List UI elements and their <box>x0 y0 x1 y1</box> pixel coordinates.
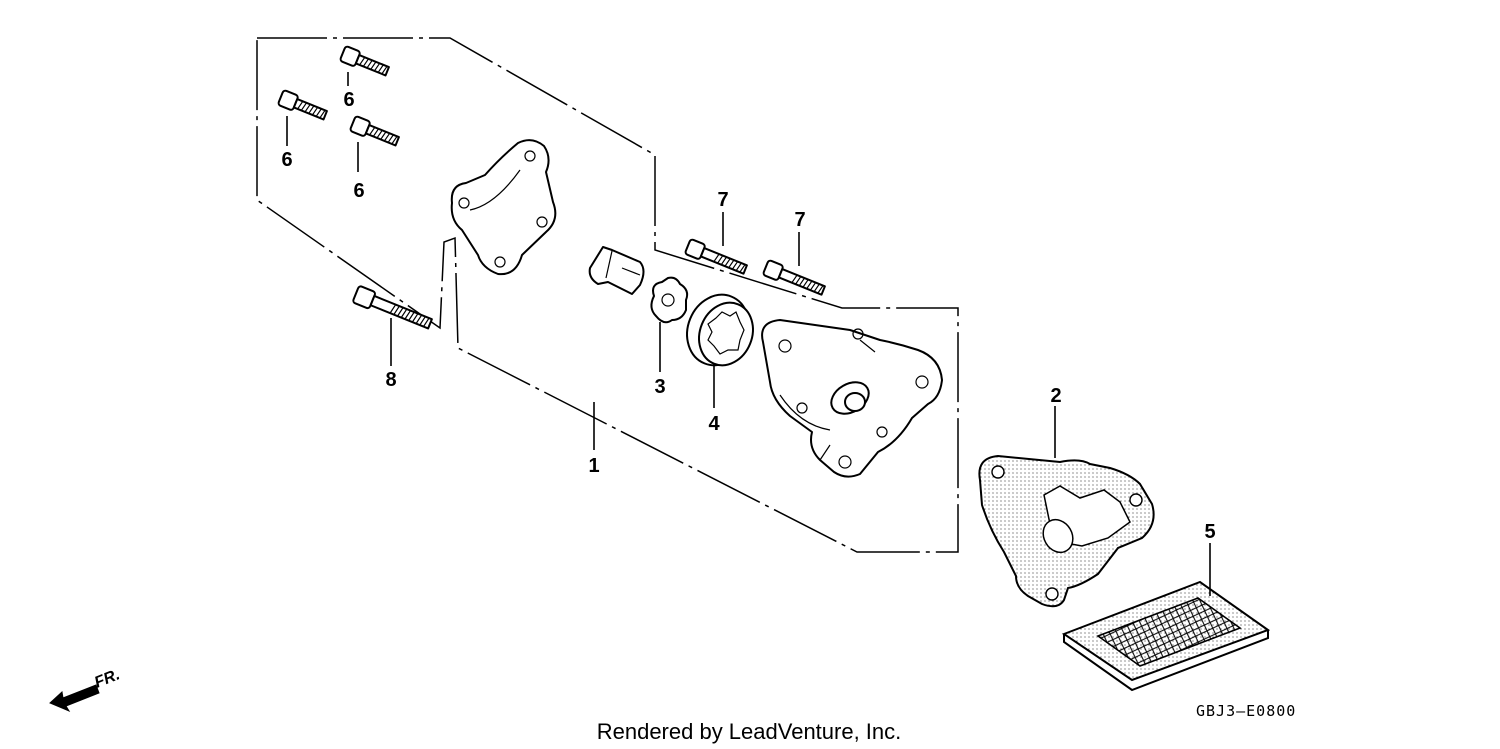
callout-6-top[interactable]: 6 <box>343 89 354 111</box>
pump-shaft[interactable] <box>588 246 645 295</box>
front-direction-arrow-icon <box>49 684 100 713</box>
strainer-5[interactable] <box>1061 580 1271 692</box>
bolt-6-left[interactable] <box>277 89 328 123</box>
footer-credit: Rendered by LeadVenture, Inc. <box>597 719 902 744</box>
callout-1[interactable]: 1 <box>588 455 599 477</box>
callout-7-left[interactable]: 7 <box>717 189 728 211</box>
gasket-2[interactable] <box>978 454 1155 608</box>
bolt-6-middle[interactable] <box>349 115 400 149</box>
leader-lines <box>286 72 1211 596</box>
callout-6-left[interactable]: 6 <box>281 149 292 171</box>
callout-4[interactable]: 4 <box>708 413 720 435</box>
bolt-6-top[interactable] <box>339 45 390 79</box>
pump-body[interactable] <box>761 319 943 478</box>
bolt-8[interactable] <box>352 285 433 333</box>
callout-5[interactable]: 5 <box>1204 521 1215 543</box>
callout-2[interactable]: 2 <box>1050 385 1061 407</box>
bolt-7-left[interactable] <box>684 238 748 277</box>
inner-rotor-3[interactable] <box>650 276 689 324</box>
callout-7-right[interactable]: 7 <box>794 209 805 231</box>
outer-rotor-4[interactable] <box>677 285 762 374</box>
pump-cover-plate[interactable] <box>450 139 557 276</box>
diagram-code: GBJ3—E0800 <box>1196 702 1296 720</box>
callout-8[interactable]: 8 <box>385 369 396 391</box>
bolt-7-right[interactable] <box>762 259 826 298</box>
assembly-boundary <box>256 37 959 553</box>
front-direction-label: FR. <box>92 666 122 691</box>
callout-6-middle[interactable]: 6 <box>353 180 364 202</box>
callout-3[interactable]: 3 <box>654 376 665 398</box>
